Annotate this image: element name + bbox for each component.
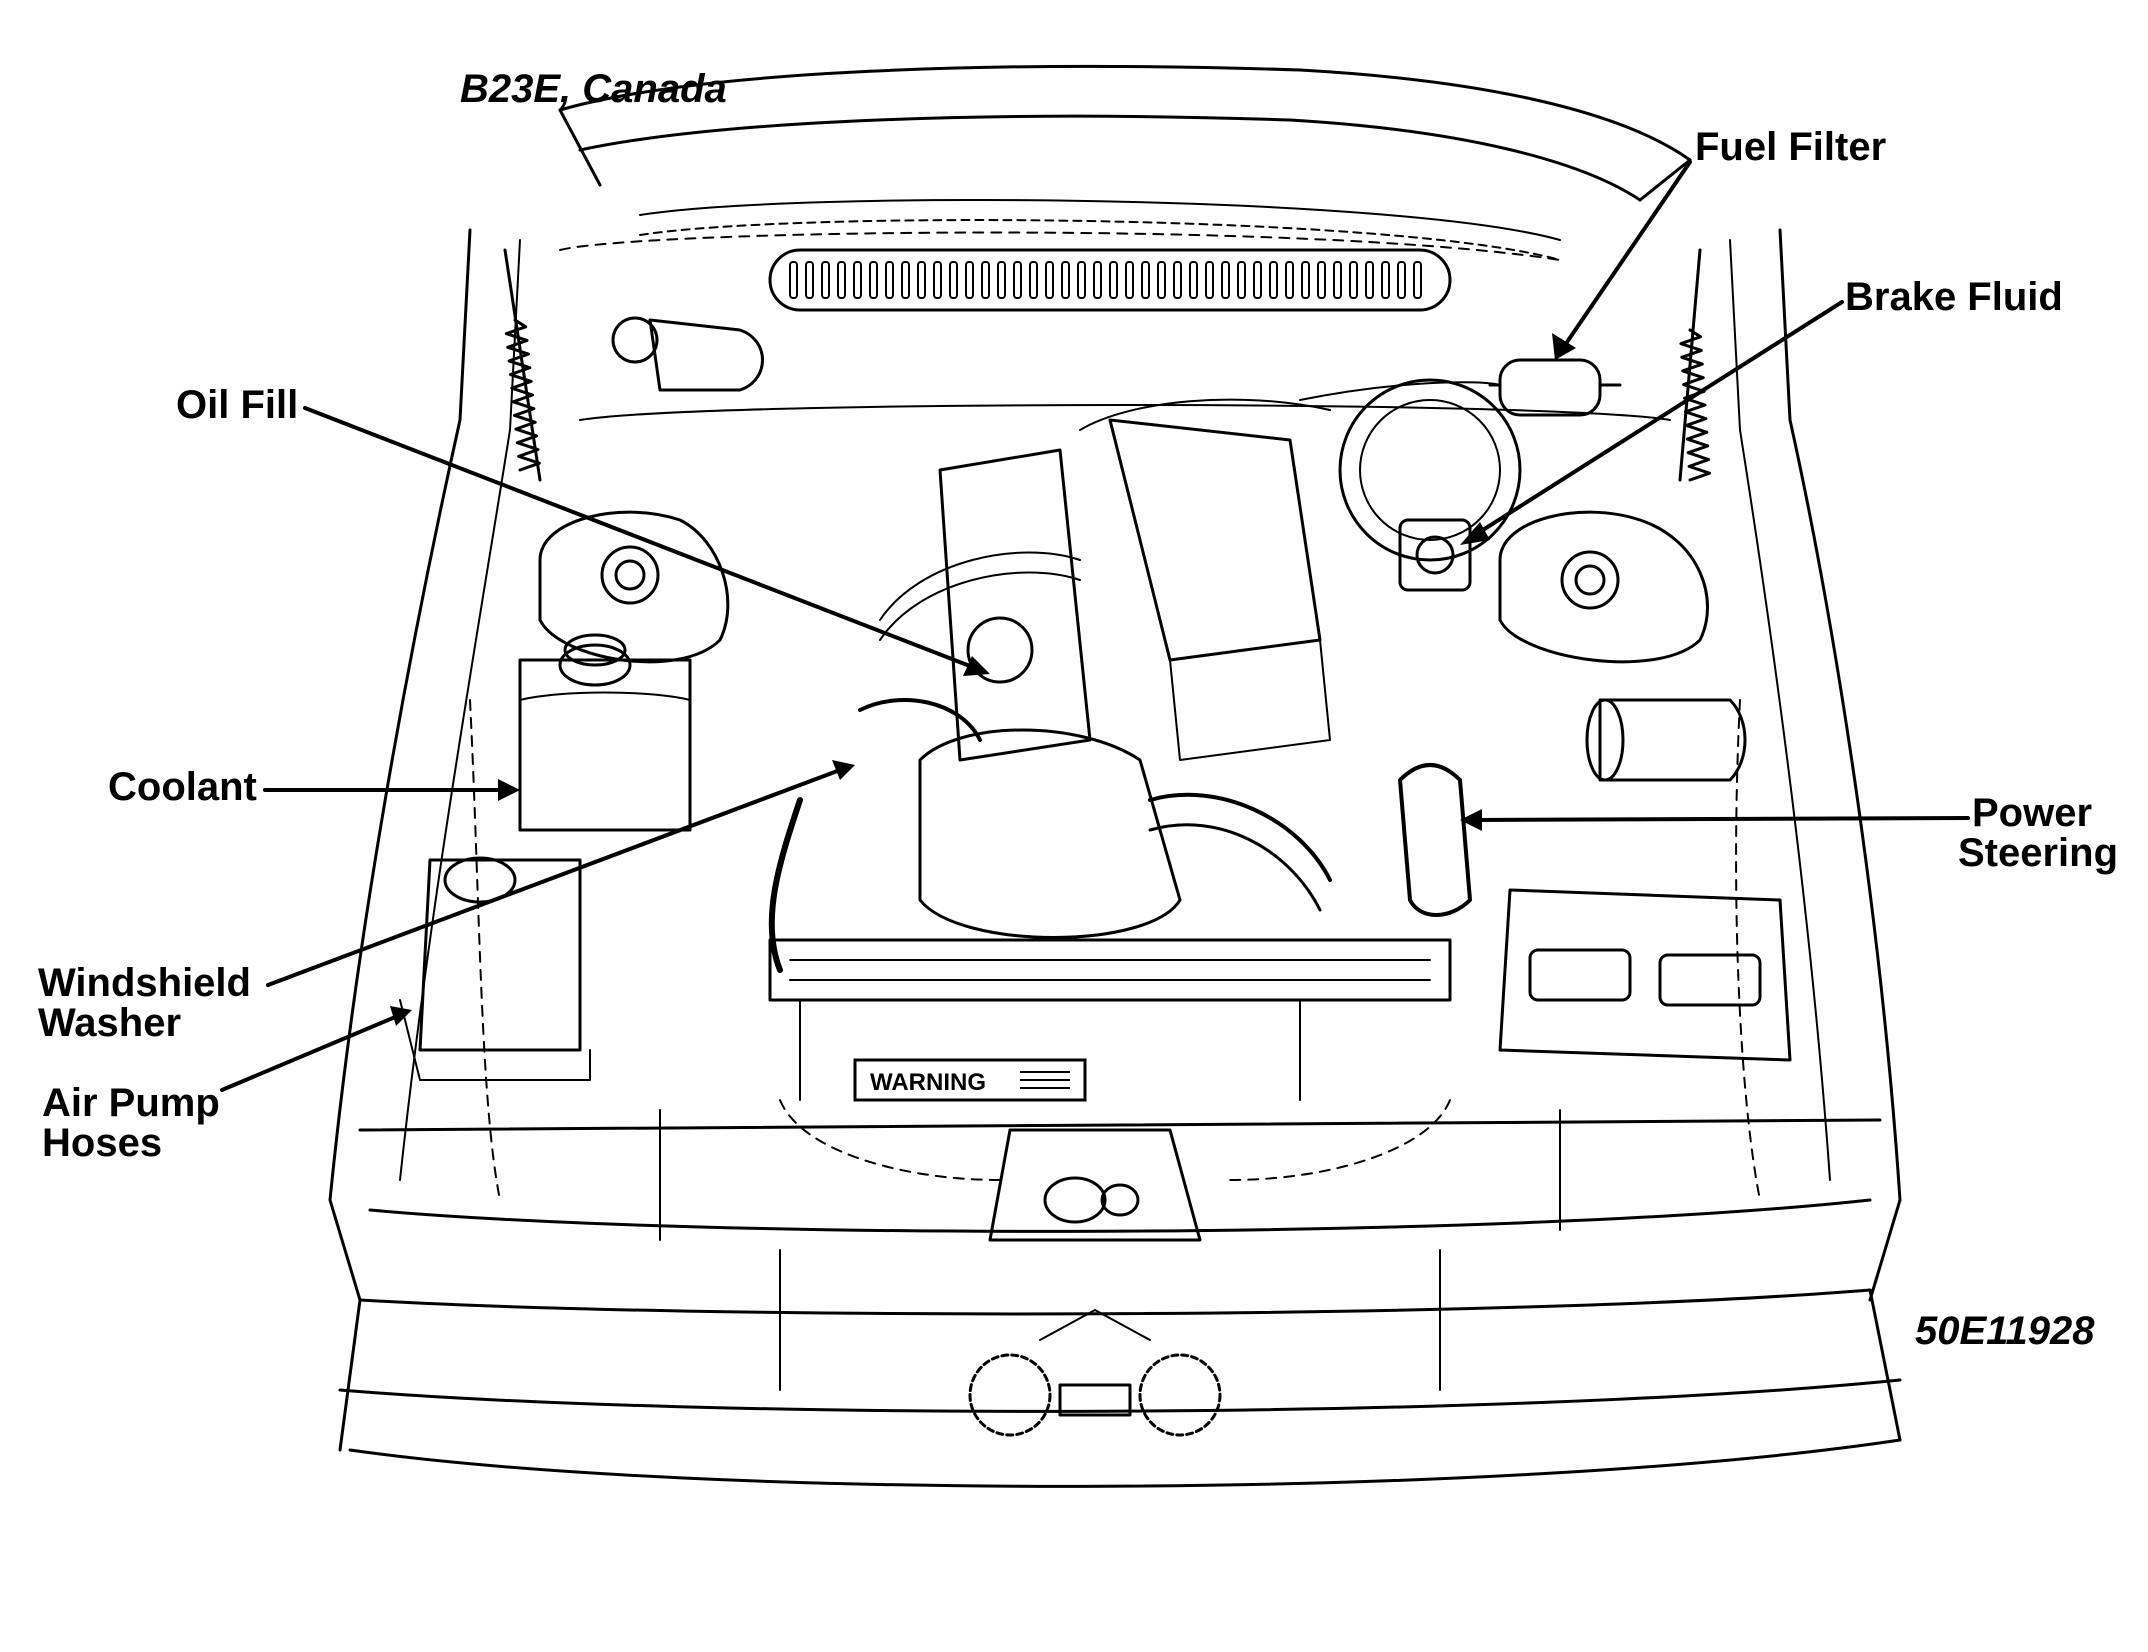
leader-lines bbox=[220, 160, 1970, 1092]
vent-slot bbox=[1253, 261, 1262, 299]
vent-slot bbox=[1317, 261, 1326, 299]
vent-slot bbox=[1237, 261, 1246, 299]
label-air-pump-hoses-line2: Hoses bbox=[42, 1121, 163, 1165]
vent-slot bbox=[933, 261, 942, 299]
coolant-reservoir bbox=[518, 633, 692, 832]
vent-slot bbox=[869, 261, 878, 299]
vent-slot bbox=[1029, 261, 1038, 299]
vent-slot bbox=[1333, 261, 1342, 299]
vent-slot bbox=[1397, 261, 1406, 299]
air-cleaner bbox=[768, 698, 1332, 973]
label-coolant: Coolant bbox=[108, 765, 257, 809]
radiator bbox=[768, 938, 1452, 1101]
arrowhead-power-steering bbox=[1460, 809, 1482, 831]
label-air-pump-hoses-line1: Air Pump bbox=[42, 1081, 220, 1125]
leader-fuel-filter bbox=[1563, 160, 1692, 347]
vent-slot bbox=[1285, 261, 1294, 299]
horns bbox=[968, 1309, 1222, 1437]
vent-slot bbox=[837, 261, 846, 299]
vent-slot bbox=[1349, 261, 1358, 299]
vent-slot bbox=[1221, 261, 1230, 299]
vent-slot bbox=[821, 261, 830, 299]
arrowhead-brake-fluid bbox=[1460, 522, 1490, 545]
vent-slot bbox=[1141, 261, 1150, 299]
vent-slot bbox=[1269, 261, 1278, 299]
vent-slot bbox=[1125, 261, 1134, 299]
leader-power-steering bbox=[1473, 816, 1970, 822]
vent-slot bbox=[1093, 261, 1102, 299]
vent-slot bbox=[789, 261, 798, 299]
vent-slot bbox=[1205, 261, 1214, 299]
arrowhead-air-pump-hoses bbox=[390, 1006, 412, 1026]
power-steering-reservoir bbox=[1398, 698, 1747, 917]
vent-slot bbox=[917, 261, 926, 299]
fuel-filter bbox=[1299, 358, 1622, 417]
figure-id: 50E11928 bbox=[1915, 1309, 2095, 1353]
vent-slot bbox=[981, 261, 990, 299]
washer-reservoir bbox=[399, 856, 591, 1081]
label-power-steering-line2: Steering bbox=[1958, 831, 2119, 875]
label-oil-fill: Oil Fill bbox=[176, 383, 299, 427]
label-windshield-washer-line1: Windshield bbox=[38, 961, 251, 1005]
engine-block bbox=[879, 398, 1331, 762]
leader-brake-fluid bbox=[1473, 300, 1844, 537]
vent-slot bbox=[901, 261, 910, 299]
vent-slot bbox=[1157, 261, 1166, 299]
hood bbox=[558, 64, 1692, 261]
battery bbox=[1498, 888, 1792, 1062]
front-bumper bbox=[338, 1249, 1902, 1488]
hidden-lines bbox=[469, 231, 1761, 1201]
vent-slot bbox=[885, 261, 894, 299]
wiper-motor bbox=[611, 316, 764, 392]
vent-slot bbox=[965, 261, 974, 299]
vent-slot bbox=[1077, 261, 1086, 299]
vent-slot bbox=[1061, 261, 1070, 299]
label-windshield-washer-line2: Washer bbox=[38, 1001, 182, 1045]
vent-slot bbox=[1413, 261, 1422, 299]
vent-slot bbox=[1189, 261, 1198, 299]
vent-slot bbox=[853, 261, 862, 299]
label-fuel-filter: Fuel Filter bbox=[1695, 125, 1887, 169]
hood-vent-grille bbox=[768, 248, 1452, 312]
vent-slot bbox=[1109, 261, 1118, 299]
vent-slot bbox=[1013, 261, 1022, 299]
body-outline bbox=[328, 228, 1902, 1302]
warning-plate: WARNING bbox=[853, 1058, 1087, 1102]
warning-plate-text: WARNING bbox=[870, 1069, 986, 1096]
leader-arrowheads bbox=[390, 333, 1576, 1026]
diagram-title: B23E, Canada bbox=[460, 67, 727, 111]
hood-struts bbox=[503, 248, 1712, 482]
vent-slot bbox=[997, 261, 1006, 299]
spring-coil bbox=[1679, 328, 1712, 482]
arrowhead-coolant bbox=[498, 779, 520, 801]
vent-slot bbox=[1301, 261, 1310, 299]
strut-towers bbox=[538, 510, 1709, 664]
vent-slot bbox=[949, 261, 958, 299]
vent-slot bbox=[1173, 261, 1182, 299]
leader-air-pump-hoses bbox=[220, 1013, 402, 1092]
vent-slot bbox=[805, 261, 814, 299]
vent-slot bbox=[1381, 261, 1390, 299]
label-power-steering-line1: Power bbox=[1972, 791, 2093, 835]
front-panel bbox=[358, 1109, 1882, 1242]
label-brake-fluid: Brake Fluid bbox=[1845, 275, 2063, 319]
arrowhead-oil-fill bbox=[963, 656, 990, 676]
leader-windshield-washer bbox=[266, 768, 842, 987]
arrowhead-windshield-washer bbox=[832, 760, 855, 780]
vent-slot bbox=[1365, 261, 1374, 299]
spring-coil bbox=[504, 318, 541, 472]
leader-oil-fill bbox=[303, 406, 977, 670]
brake-booster bbox=[1338, 378, 1522, 592]
vent-slot bbox=[1045, 261, 1054, 299]
arrowhead-fuel-filter bbox=[1552, 333, 1576, 360]
